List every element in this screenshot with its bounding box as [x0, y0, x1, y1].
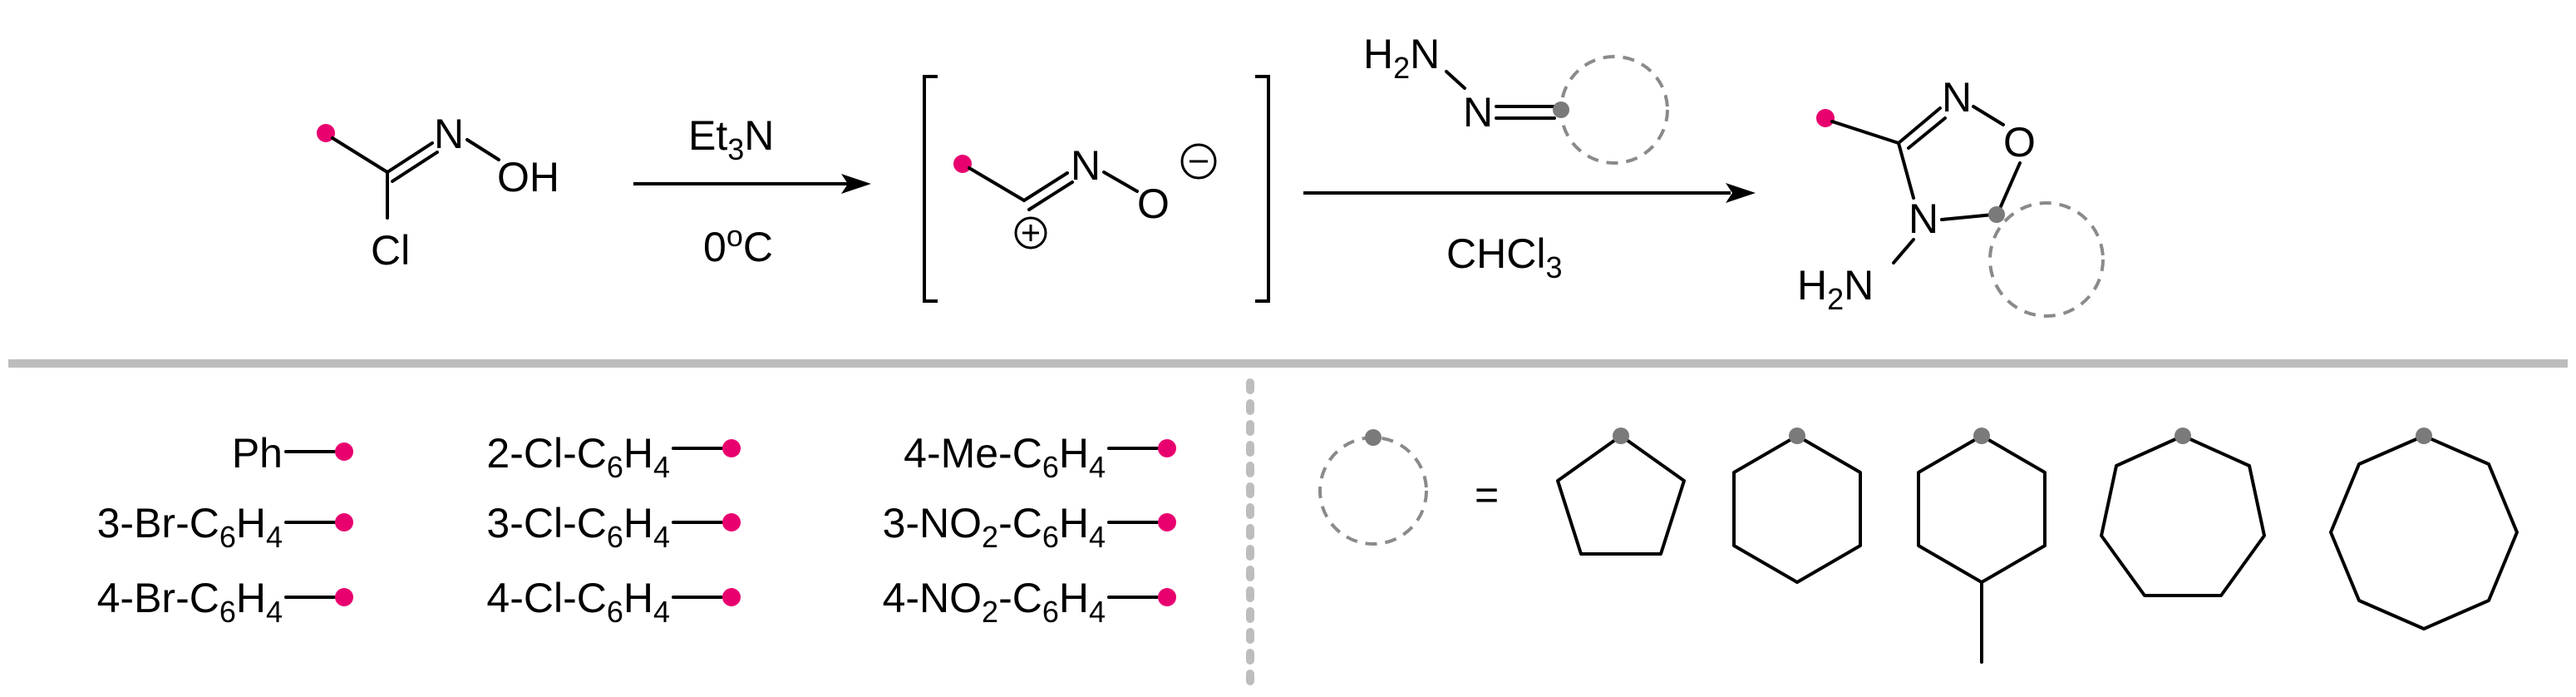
- substituent-dot: [1158, 439, 1176, 457]
- substituent-dot: [335, 513, 353, 531]
- atom-o-label: O: [1137, 180, 1170, 227]
- bracket-right: [1255, 75, 1270, 303]
- hydrazone-n2-label: N: [1463, 89, 1493, 136]
- bracket-left: [923, 75, 938, 303]
- arrowhead: [841, 174, 871, 194]
- reagent-et3n: Et3N: [688, 112, 774, 166]
- atom-n-label: N: [1071, 142, 1101, 189]
- substituent-label: 4-Cl-C6H4: [486, 575, 670, 629]
- spiro-dot: [1789, 428, 1805, 444]
- substituent-dot: [722, 513, 741, 531]
- spiro-dot: [2416, 428, 2432, 444]
- substituent-dot: [1158, 513, 1176, 531]
- bond-c-n-double-b: [1027, 180, 1074, 211]
- bond-c-n-double-a: [386, 141, 434, 174]
- substituent-dot: [722, 439, 741, 457]
- bond-r-c3: [1830, 120, 1900, 145]
- spiro-dot: [1553, 101, 1569, 118]
- positive-charge-icon: [1014, 216, 1047, 250]
- reactant-hydroximoyl-chloride: N OH Cl: [317, 111, 559, 274]
- bond-n-o: [1102, 171, 1139, 193]
- ring-cyclooctane: [2329, 428, 2519, 630]
- substituent-dot: [335, 588, 353, 606]
- atom-h2n-label: H2N: [1797, 262, 1874, 316]
- bond-o1-c5: [1997, 161, 2022, 214]
- negative-charge-icon: [1180, 143, 1217, 180]
- atom-cl-label: Cl: [371, 227, 410, 274]
- substituent-dot: [722, 588, 741, 606]
- substituent-column-3: 4-Me-C6H4 3-NO2-C6H4 4-NO2-C6H4: [883, 430, 1176, 629]
- spiro-dot: [1973, 428, 1990, 444]
- bond-r-c: [331, 136, 389, 174]
- spiro-dot: [1613, 428, 1629, 444]
- bond-c-n-double-a: [1022, 171, 1069, 202]
- substituent-label: 4-Me-C6H4: [904, 430, 1106, 484]
- bond-c-n-double-b: [391, 151, 439, 183]
- bond-n-o: [465, 138, 500, 161]
- bond-n-n: [1445, 70, 1466, 90]
- ring-methylcyclohexane: [1917, 428, 2047, 664]
- solvent-chcl3: CHCl3: [1446, 230, 1562, 284]
- substituent-label: Ph: [232, 430, 283, 477]
- ring-cycloheptane: [2100, 428, 2266, 597]
- bond-n4-c5: [1940, 213, 1995, 221]
- spiro-dot: [1988, 206, 2005, 223]
- substituent-dot: [1158, 588, 1176, 606]
- atom-o1-label: O: [2003, 119, 2036, 166]
- substituent-dot: [953, 155, 972, 173]
- ring-cyclopentane: [1556, 428, 1686, 556]
- atom-oh-label: OH: [497, 154, 559, 200]
- substituent-column-1: Ph 3-Br-C6H4 4-Br-C6H4: [97, 430, 353, 629]
- substituent-label: 3-Cl-C6H4: [486, 500, 670, 554]
- bond-n2-o1: [1972, 105, 2005, 126]
- generic-ring-placeholder: [1318, 436, 1428, 546]
- hydrazone-h2n-label: H2N: [1363, 31, 1440, 85]
- bond-n4-n: [1892, 238, 1915, 264]
- generic-ring-placeholder: [1988, 201, 2105, 318]
- spiro-dot: [2175, 428, 2191, 444]
- intermediate-nitrile-oxide: N O: [923, 75, 1270, 303]
- substituent-table: Ph 3-Br-C6H4 4-Br-C6H4 2-Cl-C6H4 3-Cl: [97, 430, 1176, 629]
- ring-definitions: =: [1318, 428, 2519, 664]
- substituent-dot: [317, 124, 335, 142]
- atom-n4-label: N: [1909, 195, 1938, 242]
- bond-c3-n2-double-a: [1897, 106, 1942, 145]
- product-spiro-oxadiazoline: N O N H2N: [1797, 74, 2105, 318]
- substituent-label: 4-Br-C6H4: [97, 575, 283, 629]
- bond-c3-n4: [1897, 141, 1915, 200]
- atom-n2-label: N: [1942, 74, 1972, 121]
- atom-n-label: N: [434, 111, 464, 157]
- condition-temperature: 0oC: [703, 219, 773, 270]
- substituent-label: 3-Br-C6H4: [97, 500, 283, 554]
- hydrazone-reagent: H2N N: [1363, 31, 1669, 165]
- generic-ring-placeholder: [1559, 55, 1669, 165]
- substituent-dot: [1816, 109, 1835, 127]
- bond-r-c: [968, 166, 1026, 202]
- substituent-label: 4-NO2-C6H4: [883, 575, 1106, 629]
- substituent-label: 2-Cl-C6H4: [486, 430, 670, 484]
- ring-cyclohexane: [1732, 428, 1862, 584]
- equals-sign: =: [1475, 472, 1499, 518]
- substituent-label: 3-NO2-C6H4: [883, 500, 1106, 554]
- spiro-dot: [1365, 429, 1382, 446]
- arrowhead: [1726, 183, 1756, 203]
- substituent-dot: [335, 442, 353, 461]
- step1-arrow: Et3N 0oC: [633, 112, 871, 270]
- step2-arrow: H2N N CHCl3: [1303, 31, 1756, 284]
- bond-c3-n2-double-b: [1907, 116, 1947, 150]
- substituent-column-2: 2-Cl-C6H4 3-Cl-C6H4 4-Cl-C6H4: [486, 430, 741, 629]
